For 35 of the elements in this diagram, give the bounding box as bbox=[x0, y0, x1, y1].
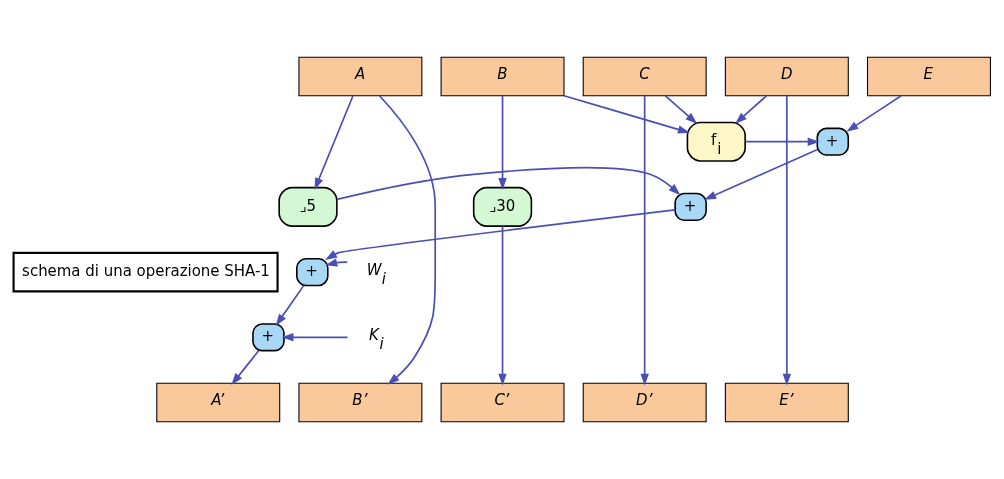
node-box: B’ bbox=[298, 382, 423, 423]
arrow bbox=[336, 166, 681, 201]
node-box: E’ bbox=[724, 382, 849, 423]
node-box: D’ bbox=[582, 382, 707, 423]
arrow bbox=[325, 209, 676, 260]
node-box: + bbox=[296, 257, 329, 287]
node-box: B bbox=[440, 56, 565, 97]
arrow bbox=[325, 258, 349, 267]
arrow bbox=[846, 94, 902, 132]
node-box: + bbox=[816, 127, 850, 156]
arrow bbox=[734, 94, 768, 124]
arrow bbox=[782, 95, 792, 386]
arrow bbox=[231, 349, 260, 386]
arrow bbox=[378, 95, 437, 385]
node-box: schema di una operazione SHA-1 bbox=[12, 251, 279, 293]
arrow bbox=[498, 225, 507, 386]
arrow bbox=[281, 333, 349, 342]
arrow bbox=[563, 94, 690, 134]
arrow bbox=[744, 137, 820, 146]
node-box: A’ bbox=[156, 382, 281, 423]
arrow bbox=[498, 95, 507, 191]
arrow bbox=[704, 148, 818, 200]
node-box: A bbox=[298, 56, 423, 97]
arrow bbox=[664, 94, 698, 124]
node-box: + bbox=[674, 192, 707, 222]
node-box: C bbox=[582, 56, 707, 97]
node-box: ⌟5 bbox=[278, 186, 338, 227]
arrow bbox=[314, 95, 354, 190]
node-box: D bbox=[724, 56, 849, 97]
node-box: E bbox=[867, 56, 991, 97]
arrow bbox=[275, 284, 305, 326]
arrow bbox=[640, 95, 649, 386]
node-box: ⌟30 bbox=[472, 186, 533, 227]
node-box: + bbox=[252, 323, 285, 352]
node-box: C’ bbox=[440, 382, 565, 423]
